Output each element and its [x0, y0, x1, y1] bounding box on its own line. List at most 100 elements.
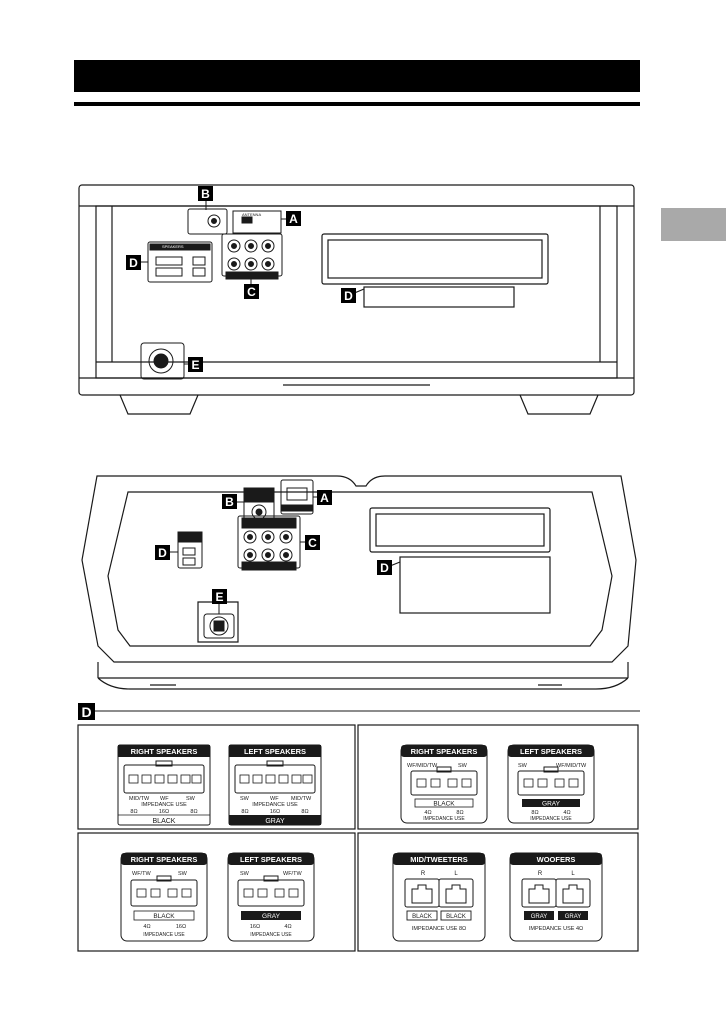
p1-left-title: LEFT SPEAKERS [244, 747, 306, 756]
p1-left-term-2: WF [270, 796, 279, 802]
p2-left-term-1: SW [518, 763, 528, 769]
p2-right-ohm-2: 8Ω [456, 810, 463, 816]
panel-3-frame [77, 832, 356, 952]
p3-left-term-1: SW [240, 871, 250, 877]
p4-mid-r: R [421, 871, 426, 877]
p1-right-title: RIGHT SPEAKERS [131, 747, 198, 756]
p3-left-block: LEFT SPEAKERS SW WF/TW GRAY 16Ω 4Ω IMPED… [227, 852, 315, 942]
callout-c-2-text: C [308, 536, 317, 550]
p2-left-color: GRAY [542, 801, 561, 808]
p1-right-ohm-3: 8Ω [190, 809, 197, 815]
title-underline [74, 102, 640, 106]
p2-left-block: LEFT SPEAKERS SW WF/MID/TW GRAY 8Ω 4Ω IM… [507, 744, 595, 824]
callout-d-1b-text: D [344, 289, 353, 303]
p1-left-term-1: SW [240, 796, 250, 802]
section-d-label: D [81, 704, 91, 720]
p2-left-impedance: IMPEDANCE USE [530, 816, 572, 822]
p4-mid-l: L [454, 871, 458, 877]
p1-right-term-3: SW [186, 796, 196, 802]
p4-mid-title: MID/TWEETERS [410, 855, 468, 864]
p2-right-ohm-1: 4Ω [424, 810, 431, 816]
p1-right-impedance: IMPEDANCE USE [141, 802, 187, 808]
p1-left-ohm-3: 8Ω [301, 809, 308, 815]
unit1-antenna-text: ANTENNA [242, 212, 261, 217]
p2-left-term-2: WF/MID/TW [556, 763, 587, 769]
callout-b-1-text: B [201, 187, 210, 201]
p3-right-term-1: WF/TW [132, 871, 151, 877]
unit1-jacks [140, 208, 283, 380]
p1-right-term-1: MID/TW [129, 796, 150, 802]
callout-d-2b: D [377, 560, 392, 575]
p3-right-color: BLACK [153, 913, 175, 920]
unit-rear-view-1 [78, 184, 635, 415]
callout-b-2-text: B [225, 495, 234, 509]
p3-right-block: RIGHT SPEAKERS WF/TW SW BLACK 4Ω 16Ω IMP… [120, 852, 208, 942]
section-d-header: D [78, 703, 640, 720]
panel-2-frame [357, 724, 639, 830]
panel-1-frame [77, 724, 356, 830]
p4-mid-black-l: BLACK [446, 914, 466, 920]
p1-left-block: LEFT SPEAKERS SW WF MID/TW IMPEDANCE USE… [228, 744, 322, 826]
p1-right-color: BLACK [153, 818, 176, 825]
p4-woof-block: WOOFERS R L GRAY GRAY IMPEDANCE USE 4Ω [509, 852, 603, 942]
p2-right-block: RIGHT SPEAKERS WF/MID/TW SW BLACK 4Ω 8Ω … [400, 744, 488, 824]
p2-right-term-2: SW [458, 763, 468, 769]
p4-woof-title: WOOFERS [537, 855, 576, 864]
p3-right-ohm-1: 4Ω [143, 924, 150, 930]
callout-c-1-text: C [247, 285, 256, 299]
p4-woof-impedance: IMPEDANCE USE 4Ω [529, 926, 583, 932]
callout-a-1: A [281, 211, 301, 226]
callout-d-1b: D [341, 288, 356, 303]
p1-left-color: GRAY [265, 818, 285, 825]
callout-e-2-text: E [215, 590, 223, 604]
p3-right-impedance: IMPEDANCE USE [143, 932, 185, 938]
callout-c-2: C [300, 535, 320, 550]
p2-left-ohm-1: 8Ω [531, 810, 538, 816]
callout-a-2-text: A [320, 491, 329, 505]
p3-left-title: LEFT SPEAKERS [240, 855, 302, 864]
p1-right-term-2: WF [160, 796, 169, 802]
p4-woof-gray-r: GRAY [531, 914, 548, 920]
p4-woof-gray-l: GRAY [565, 914, 582, 920]
p3-right-term-2: SW [178, 871, 188, 877]
p3-left-ohm-2: 4Ω [284, 924, 291, 930]
p2-right-color: BLACK [433, 801, 455, 808]
callout-d-1a-text: D [129, 256, 138, 270]
p3-left-color: GRAY [262, 913, 281, 920]
callout-d-2a: D [155, 545, 178, 560]
p1-right-ohm-2: 16Ω [159, 809, 169, 815]
callout-d-2b-text: D [380, 561, 389, 575]
p1-left-impedance: IMPEDANCE USE [252, 802, 298, 808]
unit-rear-view-2 [81, 475, 637, 690]
p2-right-term-1: WF/MID/TW [407, 763, 438, 769]
p1-left-ohm-1: 8Ω [241, 809, 248, 815]
p3-left-ohm-1: 16Ω [250, 924, 260, 930]
callout-a-1-text: A [289, 212, 298, 226]
p4-woof-r: R [538, 871, 543, 877]
title-bar [74, 60, 640, 92]
p3-right-ohm-2: 16Ω [176, 924, 186, 930]
p4-mid-impedance: IMPEDANCE USE 8Ω [412, 926, 466, 932]
callout-e-1-text: E [191, 358, 199, 372]
callout-c-1: C [244, 279, 259, 299]
panel-4-frame [357, 832, 639, 952]
p4-mid-black-r: BLACK [412, 914, 432, 920]
p3-left-impedance: IMPEDANCE USE [250, 932, 292, 938]
callout-d-2a-text: D [158, 546, 167, 560]
callout-b-1: B [198, 186, 213, 210]
p1-left-term-3: MID/TW [291, 796, 312, 802]
p2-right-title: RIGHT SPEAKERS [411, 747, 478, 756]
p3-right-title: RIGHT SPEAKERS [131, 855, 198, 864]
callout-b-2: B [222, 494, 244, 509]
callout-e-2: E [212, 589, 227, 614]
p2-left-ohm-2: 4Ω [563, 810, 570, 816]
side-tab [661, 208, 726, 241]
p1-left-ohm-2: 16Ω [270, 809, 280, 815]
p4-mid-block: MID/TWEETERS R L BLACK BLACK IMPEDANCE U… [392, 852, 486, 942]
p1-right-ohm-1: 8Ω [130, 809, 137, 815]
p4-woof-l: L [571, 871, 575, 877]
p2-right-impedance: IMPEDANCE USE [423, 816, 465, 822]
callout-e-1: E [184, 357, 203, 372]
unit2-jacks [177, 479, 314, 639]
